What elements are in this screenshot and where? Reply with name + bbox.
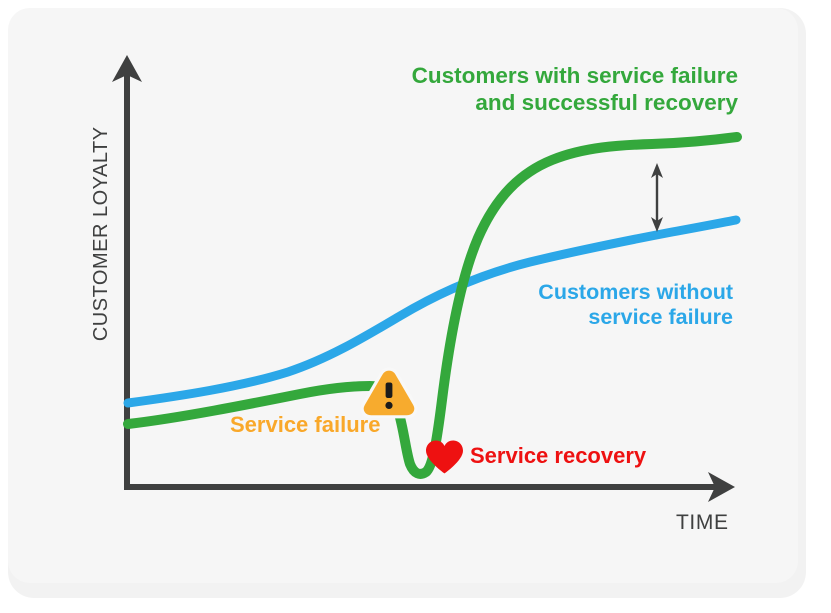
x-axis-arrowhead bbox=[708, 472, 735, 502]
series-label-green-line1: Customers with service failure bbox=[411, 63, 738, 88]
warning-exclamation-bar bbox=[385, 382, 393, 398]
axes-group bbox=[112, 55, 735, 502]
x-axis-title: TIME bbox=[676, 511, 729, 534]
series-label-blue-line1: Customers without bbox=[538, 280, 733, 304]
series-line-blue bbox=[123, 215, 741, 408]
series-label-blue-line2: service failure bbox=[588, 305, 733, 330]
y-axis-title: CUSTOMER LOYALTY bbox=[90, 126, 113, 342]
annotation-label-service-failure: Service failure bbox=[230, 412, 381, 437]
heart-icon bbox=[426, 440, 463, 474]
warning-triangle-icon bbox=[360, 367, 418, 419]
series-line-green bbox=[123, 132, 742, 479]
gap-arrow-head-down bbox=[651, 217, 663, 232]
warning-exclamation-dot bbox=[385, 401, 393, 409]
double-headed-arrow-icon bbox=[651, 163, 663, 232]
y-axis-arrowhead bbox=[112, 55, 142, 82]
series-label-green-line2: and successful recovery bbox=[475, 89, 738, 115]
gap-arrow-head-up bbox=[651, 163, 663, 178]
heart-shape bbox=[426, 440, 463, 474]
annotation-label-service-recovery: Service recovery bbox=[470, 443, 647, 468]
